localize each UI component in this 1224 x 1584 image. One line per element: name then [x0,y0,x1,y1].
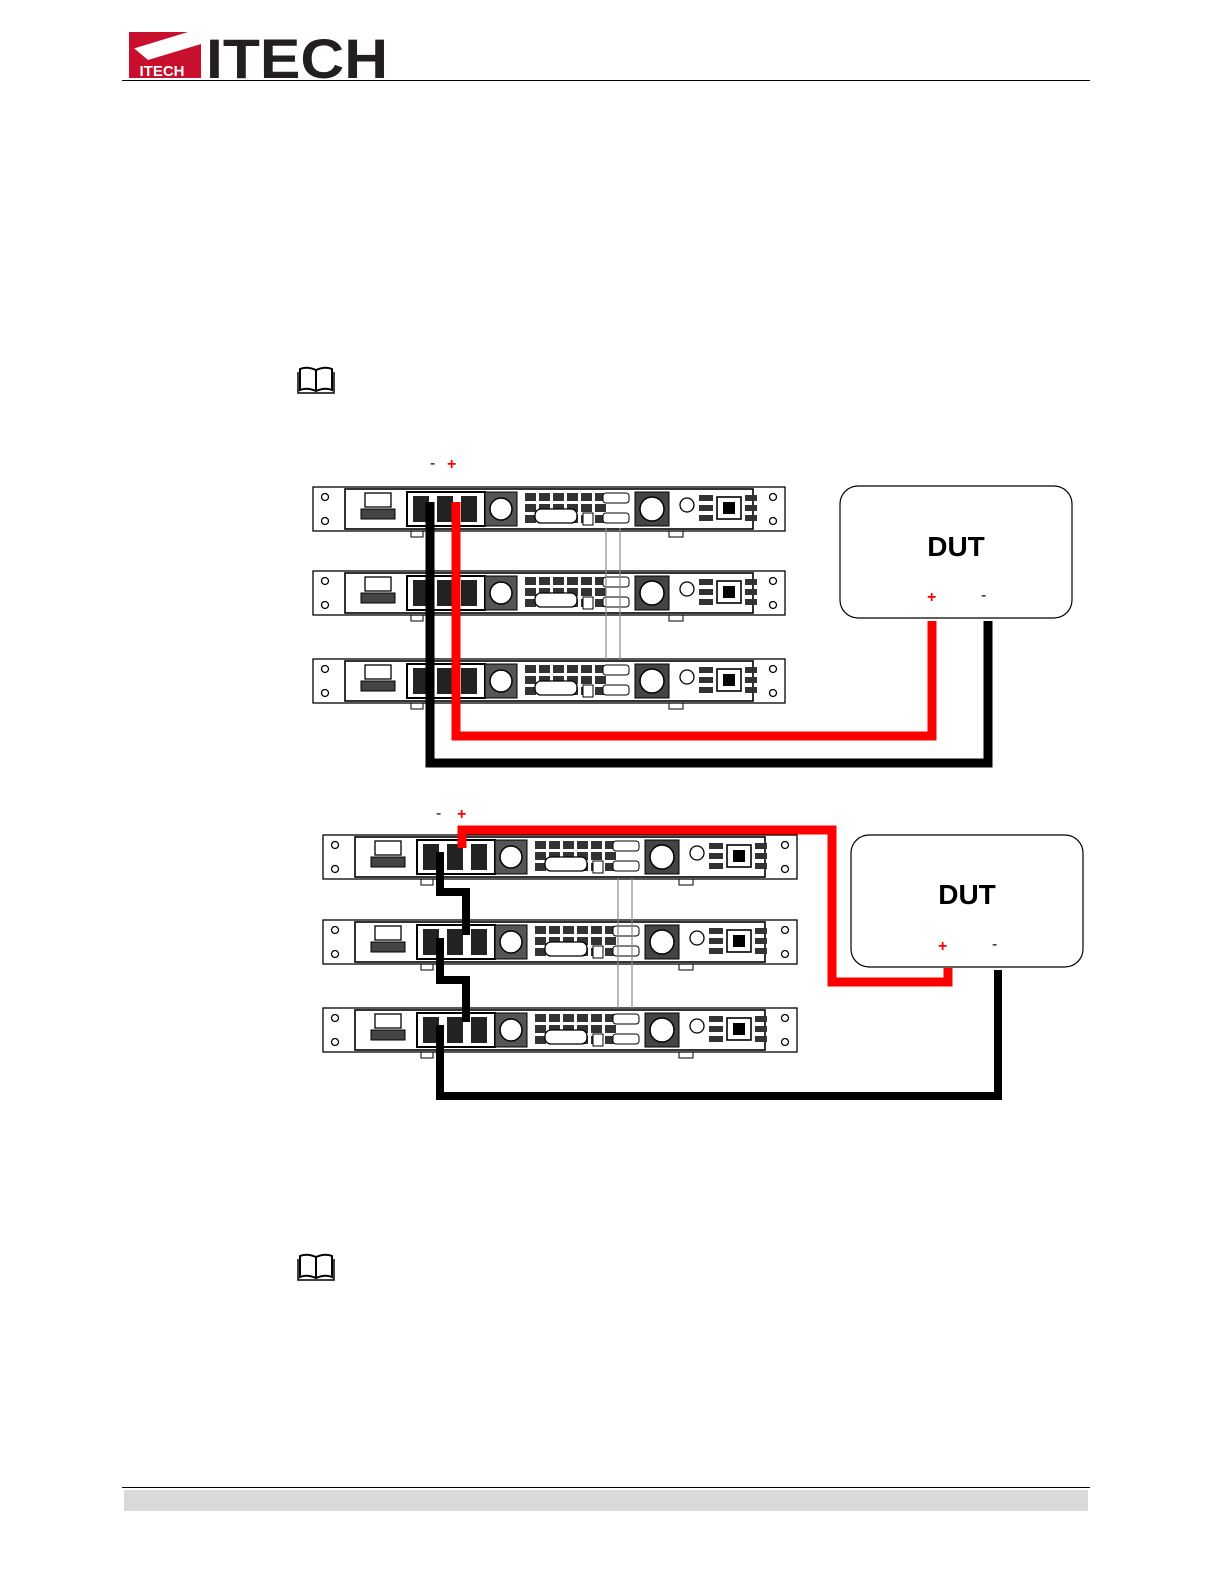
dut-plus-label: + [927,589,936,606]
series-wiring-diagram: -+DUT+- [300,800,1100,1110]
book-icon [297,365,335,395]
terminal-minus-label: - [436,805,441,822]
logo-wordmark: ITECH [206,30,388,80]
instrument-rear-panel [313,659,785,709]
itech-logo: ITECH ITECH [128,30,390,80]
logo-badge-text: ITECH [140,63,185,80]
dut-label: DUT [927,531,985,562]
instrument-rear-panel [323,920,797,970]
instrument-rear-panel [313,571,785,621]
book-icon [297,1252,335,1282]
terminal-minus-label: - [430,455,435,472]
parallel-wiring-diagram: -+DUT+- [300,450,1100,780]
footer-bar [124,1490,1088,1511]
instrument-rear-panel [313,487,785,537]
instrument-rear-panel [323,835,797,885]
terminal-plus-label: + [447,456,456,473]
instrument-rear-panel [323,1008,797,1058]
dut-plus-label: + [938,938,947,955]
dut-minus-label: - [992,936,997,953]
dut-minus-label: - [981,587,986,604]
terminal-plus-label: + [457,806,466,823]
footer-rule [122,1487,1090,1488]
header-rule [122,80,1090,81]
dut-label: DUT [938,879,996,910]
